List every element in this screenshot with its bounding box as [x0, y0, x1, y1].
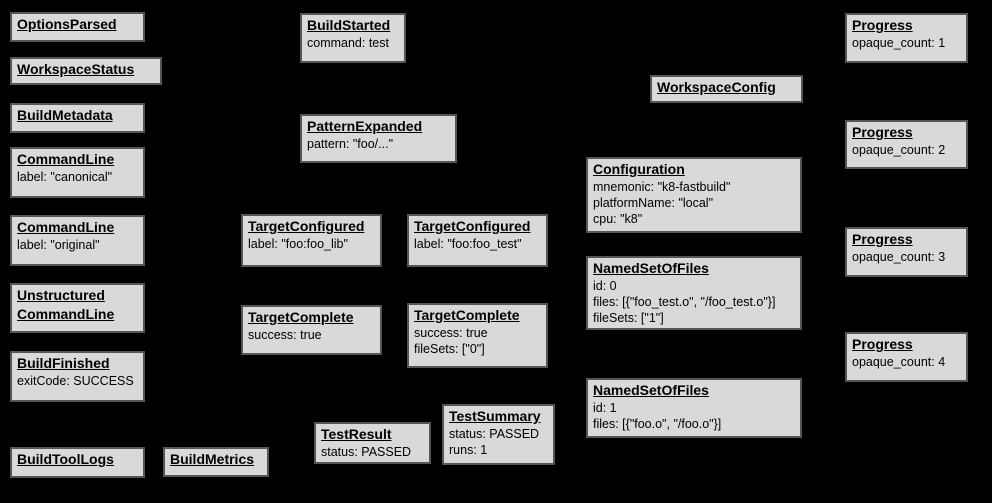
node-title: TargetConfigured: [414, 218, 531, 234]
node-build-finished: BuildFinished exitCode: SUCCESS: [10, 351, 145, 402]
node-field: fileSets: ["0"]: [414, 342, 485, 356]
node-title: Configuration: [593, 161, 685, 177]
node-title: Progress: [852, 336, 913, 352]
node-progress-4: Progress opaque_count: 4: [845, 332, 968, 382]
node-build-metrics: BuildMetrics: [163, 447, 269, 477]
node-title: NamedSetOfFiles: [593, 382, 709, 398]
node-named-set-of-files-0: NamedSetOfFiles id: 0 files: [{"foo_test.o…: [586, 256, 802, 330]
node-title: TestSummary: [449, 408, 541, 424]
node-target-configured-foo-test: TargetConfigured label: "foo:foo_test": [407, 214, 548, 267]
node-build-tool-logs: BuildToolLogs: [10, 447, 145, 478]
node-field: exitCode: SUCCESS: [17, 374, 134, 388]
node-test-result: TestResult status: PASSED: [314, 422, 431, 464]
node-field: cpu: "k8": [593, 212, 643, 226]
node-title: CommandLine: [17, 219, 115, 235]
node-field: runs: 1: [449, 443, 488, 457]
node-field: label: "original": [17, 238, 100, 252]
node-target-configured-foo-lib: TargetConfigured label: "foo:foo_lib": [241, 214, 382, 267]
node-title: TargetConfigured: [248, 218, 365, 234]
node-title: BuildToolLogs: [17, 451, 114, 467]
node-field: opaque_count: 1: [852, 36, 946, 50]
node-field: platformName: "local": [593, 196, 714, 210]
node-progress-3: Progress opaque_count: 3: [845, 227, 968, 277]
node-target-complete-foo-lib: TargetComplete success: true: [241, 305, 382, 355]
node-progress-2: Progress opaque_count: 2: [845, 120, 968, 169]
node-workspace-status: WorkspaceStatus: [10, 57, 162, 85]
node-field: label: "foo:foo_test": [414, 237, 522, 251]
node-title: BuildFinished: [17, 355, 110, 371]
node-options-parsed: OptionsParsed: [10, 12, 145, 42]
node-field: files: [{"foo.o", "/foo.o"}]: [593, 417, 722, 431]
node-target-complete-foo-test: TargetComplete success: true fileSets: ["0…: [407, 303, 548, 368]
node-build-started: BuildStarted command: test: [300, 13, 406, 63]
node-field: success: true: [248, 328, 322, 342]
node-field: success: true: [414, 326, 488, 340]
node-title: CommandLine: [17, 306, 115, 322]
node-field: status: PASSED: [321, 445, 412, 459]
node-title: WorkspaceStatus: [17, 61, 135, 77]
node-command-line-original: CommandLine label: "original": [10, 215, 145, 266]
node-configuration: Configuration mnemonic: "k8-fastbuild" pla…: [586, 157, 802, 233]
node-title: PatternExpanded: [307, 118, 423, 134]
node-named-set-of-files-1: NamedSetOfFiles id: 1 files: [{"foo.o", "/…: [586, 378, 802, 438]
node-field: opaque_count: 3: [852, 250, 946, 264]
node-title: TargetComplete: [248, 309, 354, 325]
node-title: BuildStarted: [307, 17, 391, 33]
node-title: TargetComplete: [414, 307, 520, 323]
node-title: BuildMetadata: [17, 107, 113, 123]
node-title: NamedSetOfFiles: [593, 260, 709, 276]
node-title: OptionsParsed: [17, 16, 117, 32]
node-title: Progress: [852, 231, 913, 247]
node-title: BuildMetrics: [170, 451, 255, 467]
node-title: Progress: [852, 17, 913, 33]
node-title: Unstructured: [17, 287, 105, 303]
node-field: files: [{"foo_test.o", "/foo_test.o"}]: [593, 295, 776, 309]
node-field: id: 1: [593, 401, 617, 415]
node-build-metadata: BuildMetadata: [10, 103, 145, 133]
node-field: label: "canonical": [17, 170, 113, 184]
node-title: WorkspaceConfig: [657, 79, 776, 95]
node-field: opaque_count: 2: [852, 143, 946, 157]
node-field: status: PASSED: [449, 427, 540, 441]
node-title: CommandLine: [17, 151, 115, 167]
node-field: mnemonic: "k8-fastbuild": [593, 180, 731, 194]
node-title: Progress: [852, 124, 913, 140]
node-command-line-canonical: CommandLine label: "canonical": [10, 147, 145, 198]
node-field: id: 0: [593, 279, 617, 293]
node-field: opaque_count: 4: [852, 355, 946, 369]
node-field: command: test: [307, 36, 389, 50]
node-test-summary: TestSummary status: PASSED runs: 1: [442, 404, 555, 465]
node-workspace-config: WorkspaceConfig: [650, 75, 803, 103]
node-title: TestResult: [321, 426, 392, 442]
node-pattern-expanded: PatternExpanded pattern: "foo/...": [300, 114, 457, 163]
node-progress-1: Progress opaque_count: 1: [845, 13, 968, 63]
node-field: fileSets: ["1"]: [593, 311, 664, 325]
node-field: label: "foo:foo_lib": [248, 237, 348, 251]
node-field: pattern: "foo/...": [307, 137, 394, 151]
